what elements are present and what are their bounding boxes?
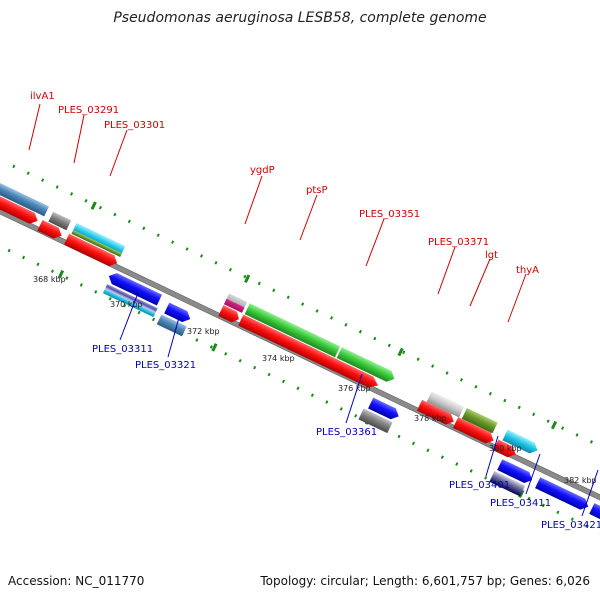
gene-label[interactable]: PLES_03291	[58, 105, 119, 116]
cds-PLES_03401[interactable]	[489, 470, 526, 497]
forward-gene-labels: ilvA1 PLES_03291 PLES_03301 ygdP ptsP PL…	[28, 91, 539, 323]
gene-label[interactable]: ptsP	[306, 185, 328, 196]
tick-track-outer	[12, 164, 600, 469]
scale-label: 380 kbp	[489, 444, 522, 453]
cds-red-6[interactable]	[416, 399, 456, 427]
cds-PLES_03301[interactable]	[71, 222, 126, 257]
gene-label[interactable]: ygdP	[250, 165, 275, 176]
cds-PLES_03301-b[interactable]	[71, 230, 122, 257]
scale-label: 382 kbp	[564, 476, 597, 485]
cds-PLES_03351[interactable]	[336, 347, 397, 384]
topology-label: Topology: circular; Length: 6,601,757 bp…	[260, 574, 590, 588]
scale-label: 368 kbp	[33, 275, 66, 284]
gene-label[interactable]: PLES_03311	[92, 344, 153, 355]
cds-red-3[interactable]	[64, 233, 120, 269]
cds-PLES_03371[interactable]	[426, 391, 465, 418]
cds-ygdP[interactable]	[223, 293, 248, 313]
cds-blue-2[interactable]	[164, 302, 193, 325]
cds-blue-4[interactable]	[497, 459, 535, 485]
cds-lgt[interactable]	[461, 407, 498, 434]
cds-PLES_03291[interactable]	[48, 211, 72, 231]
gene-label[interactable]: ilvA1	[30, 91, 55, 102]
reverse-gene-labels: PLES_03311 PLES_03321 PLES_03361 PLES_03…	[92, 292, 600, 531]
cds-red-1[interactable]	[0, 187, 40, 226]
gene-label[interactable]: lgt	[485, 250, 498, 261]
scale-labels: 368 kbp 370 kbp 372 kbp 374 kbp 376 kbp …	[33, 275, 597, 485]
accession-label: Accession: NC_011770	[8, 574, 145, 588]
cds-PLES_03311[interactable]	[102, 284, 158, 318]
scale-label: 374 kbp	[262, 354, 295, 363]
cds-red-7[interactable]	[452, 417, 496, 446]
gene-label[interactable]: thyA	[516, 265, 539, 276]
scale-label: 370 kbp	[110, 300, 143, 309]
scale-label: 378 kbp	[414, 414, 447, 423]
cds-red-4[interactable]	[218, 305, 241, 324]
cds-PLES_03321[interactable]	[156, 314, 187, 337]
gene-label[interactable]: PLES_03411	[490, 498, 551, 509]
cds-red-8[interactable]	[493, 439, 518, 460]
cds-ilvA1[interactable]	[0, 176, 50, 217]
cds-red-2[interactable]	[37, 219, 64, 241]
cds-blue-1[interactable]	[106, 271, 163, 306]
gene-label[interactable]: PLES_03321	[135, 360, 196, 371]
gene-label[interactable]: PLES_03421	[541, 520, 600, 531]
gene-label[interactable]: PLES_03401	[449, 480, 510, 491]
gene-label[interactable]: PLES_03371	[428, 237, 489, 248]
tick-track-inner	[0, 234, 600, 540]
cds-blue-3[interactable]	[368, 397, 401, 422]
gene-label[interactable]: PLES_03361	[316, 427, 377, 438]
gene-label[interactable]: PLES_03351	[359, 209, 420, 220]
scale-label: 372 kbp	[187, 327, 220, 336]
cds-red-5[interactable]	[238, 314, 380, 391]
cds-PLES_03411[interactable]	[535, 477, 591, 512]
cds-PLES_03421[interactable]	[589, 503, 600, 527]
gene-label[interactable]: PLES_03301	[104, 120, 165, 131]
cds-PLES_03361[interactable]	[358, 408, 393, 434]
cds-thyA[interactable]	[502, 429, 540, 456]
genome-title: Pseudomonas aeruginosa LESB58, complete …	[113, 10, 487, 26]
cds-ptsP[interactable]	[244, 303, 341, 358]
scale-label: 376 kbp	[338, 384, 371, 393]
